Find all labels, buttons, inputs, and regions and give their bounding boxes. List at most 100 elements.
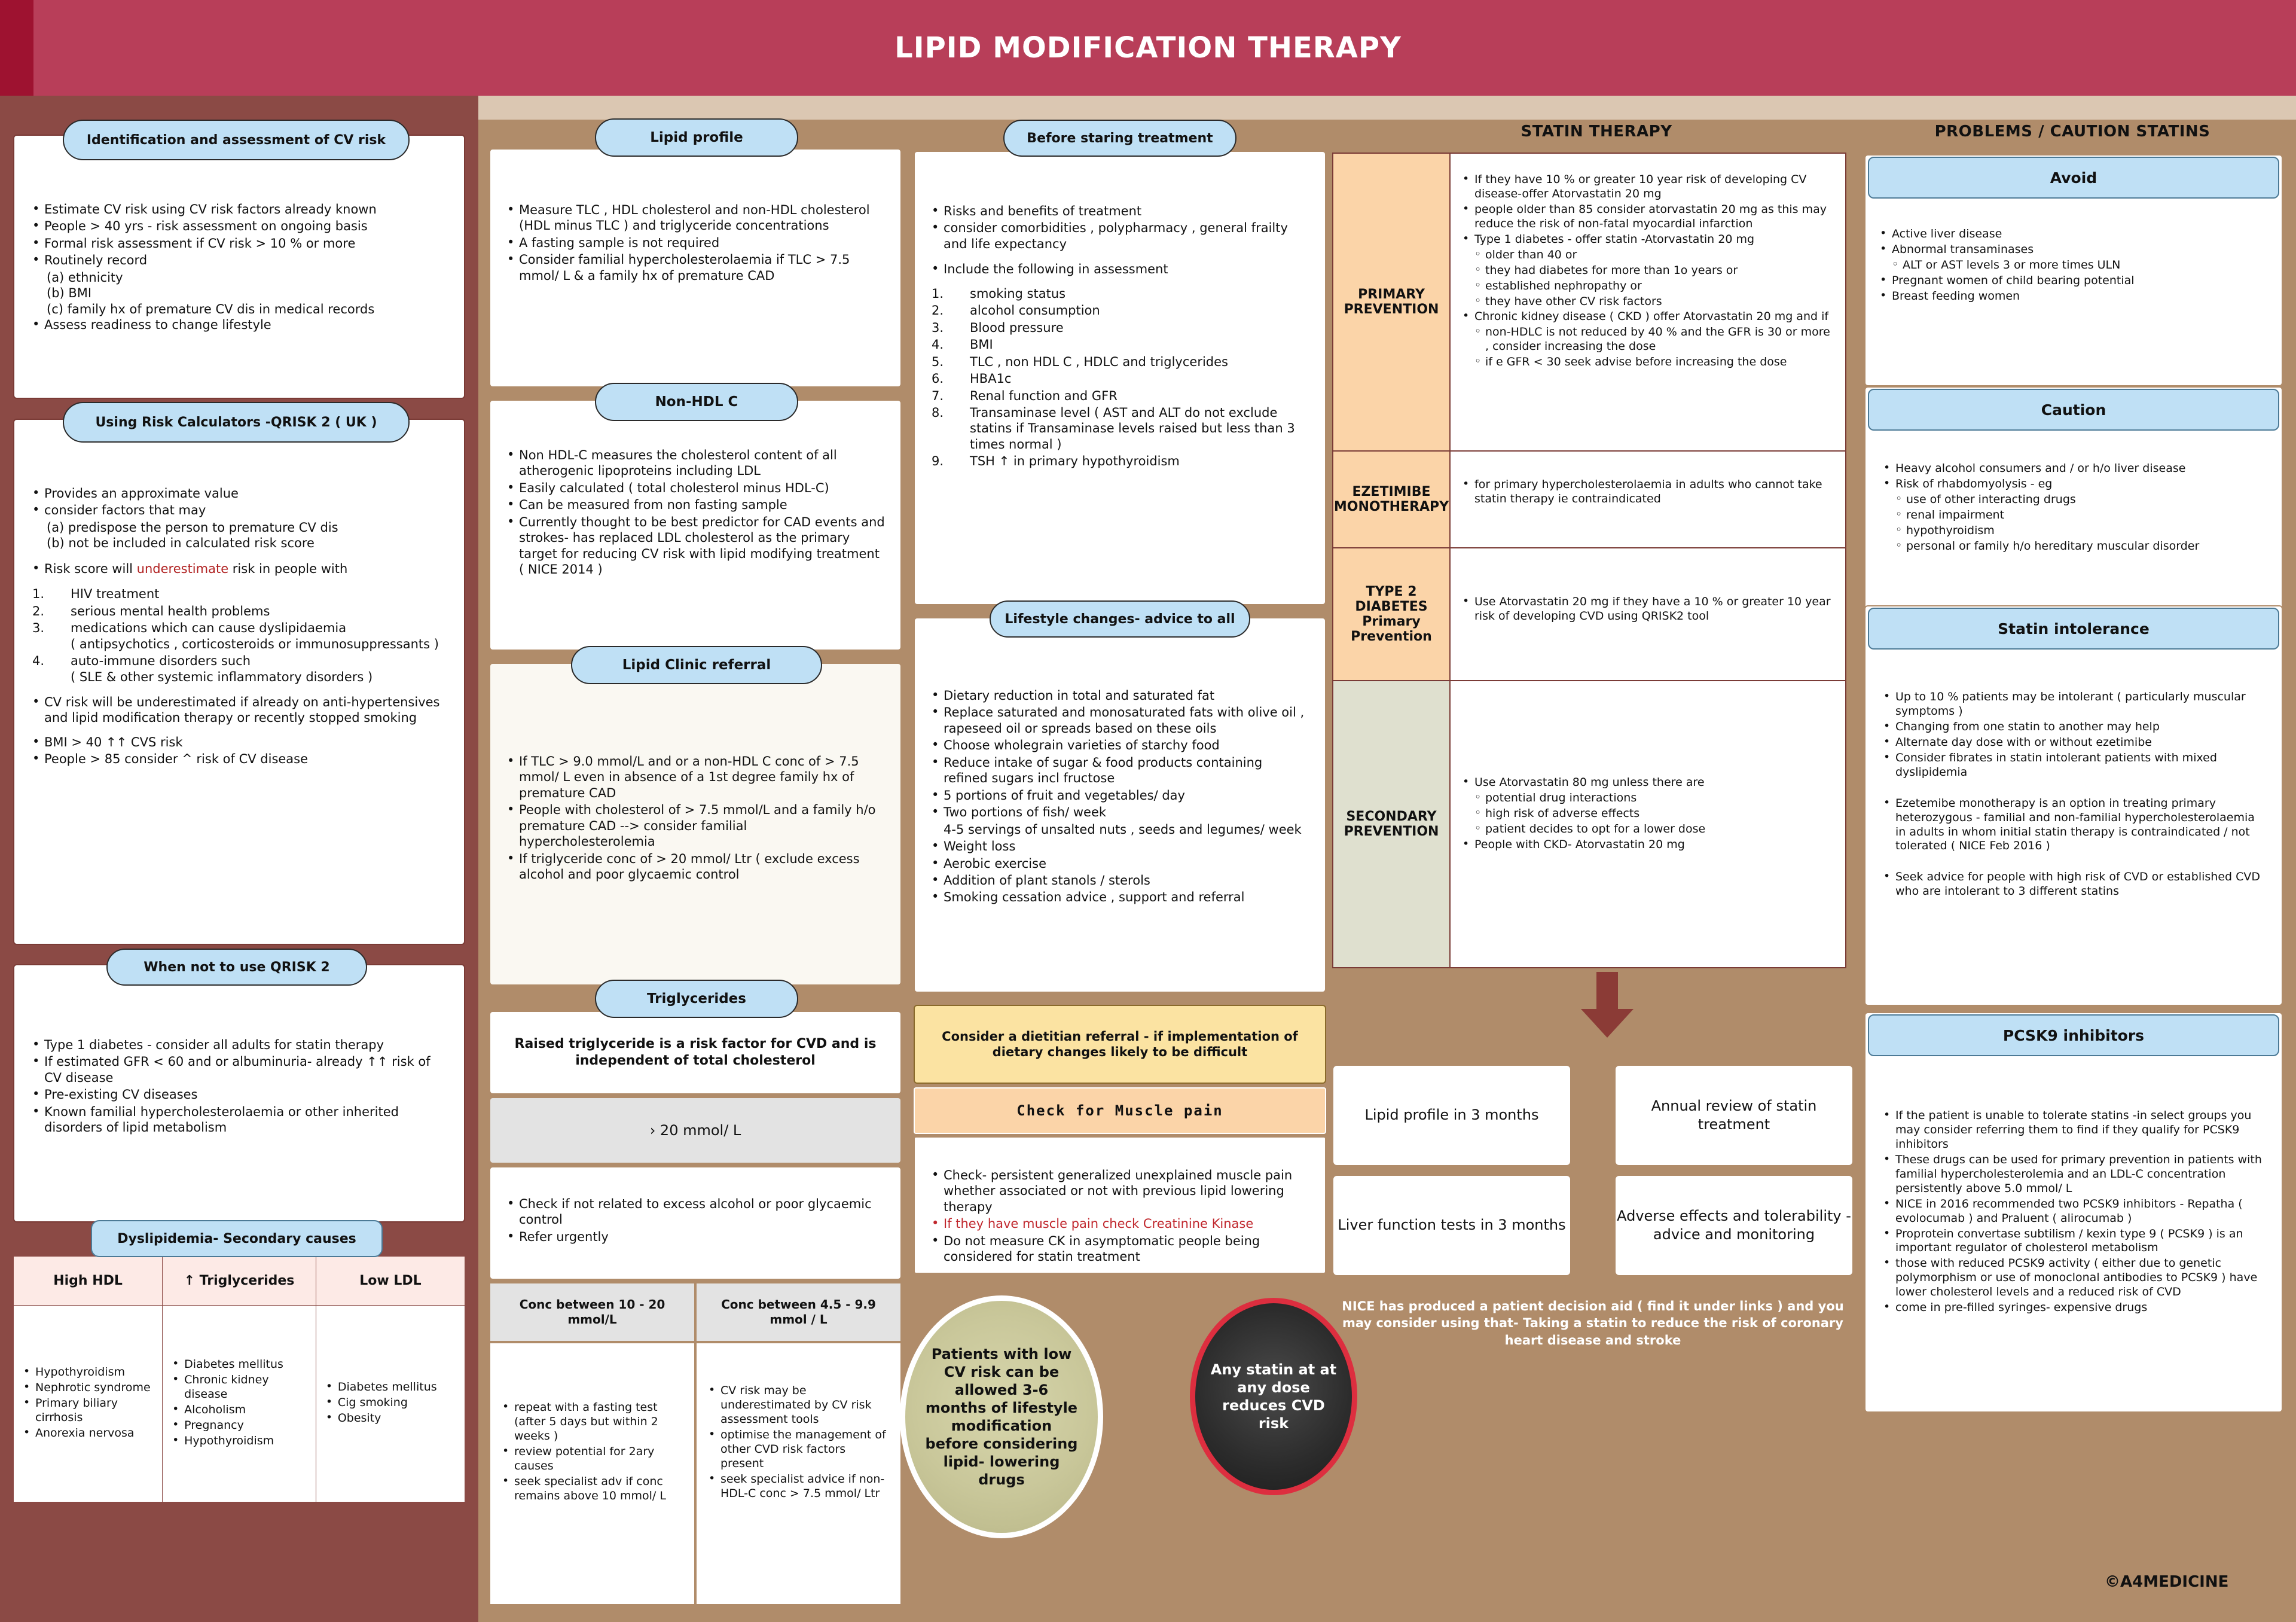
table-dyslipidemia-secondary-causes: High HDL ↑ Triglycerides Low LDL Hypothy…	[13, 1256, 466, 1502]
list-item: medications which can cause dyslipidaemi…	[29, 620, 448, 652]
text-sub: ( SLE & other systemic inflammatory diso…	[71, 669, 373, 684]
before-treatment-numbered: smoking status alcohol consumption Blood…	[928, 286, 1309, 469]
list-item: people older than 85 consider atorvastat…	[1459, 202, 1833, 231]
list-item: Include the following in assessment	[928, 261, 1309, 277]
list-item: Dietary reduction in total and saturated…	[928, 687, 1309, 703]
circle-any-statin-reduces-risk: Any statin at at any dose reduces CVD ri…	[1190, 1298, 1357, 1495]
cell-list: Diabetes mellitus Cig smoking Obesity	[322, 1380, 459, 1426]
pill-before-starting-treatment[interactable]: Before staring treatment	[1003, 120, 1236, 157]
nice-decision-aid-note: NICE has produced a patient decision aid…	[1342, 1299, 1844, 1347]
list-item: Check- persistent generalized unexplaine…	[928, 1167, 1309, 1215]
pill-lifestyle-changes[interactable]: Lifestyle changes- advice to all	[990, 600, 1250, 638]
qrisk-tail-list: CV risk will be underestimated if alread…	[29, 694, 448, 726]
box-adverse-effects-tolerability: Adverse effects and tolerability -advice…	[1614, 1175, 1854, 1276]
statin-row-label-ezetimibe-monotherapy: EZETIMIBE MONOTHERAPY	[1332, 452, 1451, 548]
list-item: Risk of rhabdomyolysis - eg	[1880, 477, 2268, 492]
list-item: (b) BMI	[47, 286, 92, 301]
box-lipid-profile-3-months: Lipid profile in 3 months	[1332, 1065, 1571, 1166]
list-item: Changing from one statin to another may …	[1880, 719, 2268, 734]
list-item: they have other CV risk factors	[1459, 294, 1833, 309]
pill-avoid[interactable]: Avoid	[1868, 157, 2279, 199]
card-before-starting-treatment: Risks and benefits of treatment consider…	[914, 151, 1326, 605]
trig-over-20-list: Check if not related to excess alcohol o…	[503, 1196, 885, 1245]
list-item: alcohol consumption	[932, 303, 1100, 319]
card-check-muscle-pain-header: Check for Muscle pain	[914, 1087, 1326, 1134]
list-item: repeat with a fasting test (after 5 days…	[499, 1400, 686, 1444]
qrisk-tail-list-2: BMI > 40 ↑↑ CVS risk People > 85 conside…	[29, 734, 448, 767]
pill-dyslipidemia-secondary-causes[interactable]: Dyslipidemia- Secondary causes	[91, 1220, 383, 1257]
trig-band-label: › 20 mmol/ L	[649, 1121, 741, 1139]
list-item: Seek advice for people with high risk of…	[1880, 870, 2268, 899]
list-item: come in pre-filled syringes- expensive d…	[1880, 1300, 2268, 1315]
list-item: 5 portions of fruit and vegetables/ day	[928, 787, 1309, 803]
when-not-qrisk-list: Type 1 diabetes - consider all adults fo…	[29, 1036, 448, 1136]
statin-intolerance-para-1: Ezetemibe monotherapy is an option in tr…	[1880, 796, 2268, 854]
pill-triglycerides[interactable]: Triglycerides	[595, 980, 798, 1018]
pill-risk-calculators[interactable]: Using Risk Calculators -QRISK 2 ( UK )	[63, 402, 410, 443]
pill-pcsk9-inhibitors[interactable]: PCSK9 inhibitors	[1868, 1014, 2279, 1056]
list-item: Cig smoking	[322, 1395, 459, 1410]
list-item: HIV treatment	[32, 586, 160, 602]
list-item: ALT or AST levels 3 or more times ULN	[1876, 258, 2268, 273]
list-item: These drugs can be used for primary prev…	[1880, 1153, 2268, 1196]
list-item: Risk score will underestimate risk in pe…	[29, 560, 448, 577]
pill-identification-assessment[interactable]: Identification and assessment of CV risk	[63, 120, 410, 160]
before-treatment-list: Risks and benefits of treatment consider…	[928, 203, 1309, 252]
list-item: Use Atorvastatin 20 mg if they have a 10…	[1459, 594, 1833, 624]
cell-high-hdl: Hypothyroidism Nephrotic syndrome Primar…	[13, 1305, 163, 1502]
lipid-profile-list: Measure TLC , HDL cholesterol and non-HD…	[503, 202, 885, 283]
pill-non-hdl-c[interactable]: Non-HDL C	[595, 383, 798, 421]
list-item: Formal risk assessment if CV risk > 10 %…	[29, 235, 447, 251]
list-item: Smoking cessation advice , support and r…	[928, 889, 1309, 905]
list-item: Choose wholegrain varieties of starchy f…	[928, 737, 1309, 753]
list-item: Hypothyroidism	[20, 1365, 156, 1380]
pill-lipid-clinic-referral[interactable]: Lipid Clinic referral	[571, 646, 822, 684]
section-title-problems-caution-statins: PROBLEMS / CAUTION STATINS	[1934, 123, 2210, 141]
list-item: auto-immune disorders such( SLE & other …	[29, 653, 448, 685]
cv-risk-list: Estimate CV risk using CV risk factors a…	[29, 201, 447, 269]
list-item-alert: If they have muscle pain check Creatinin…	[928, 1215, 1309, 1231]
list-item: Routinely record	[29, 252, 447, 268]
list-item: If estimated GFR < 60 and or albuminuria…	[29, 1053, 448, 1086]
card-risk-calculators: Provides an approximate value consider f…	[13, 419, 465, 945]
card-lipid-clinic-referral: If TLC > 9.0 mmol/L and or a non-HDL C c…	[489, 663, 902, 986]
lipid-clinic-list: If TLC > 9.0 mmol/L and or a non-HDL C c…	[503, 753, 885, 883]
list-item: NICE in 2016 recommended two PCSK9 inhib…	[1880, 1197, 2268, 1226]
list-item: Addition of plant stanols / sterols	[928, 872, 1309, 888]
list-item: If the patient is unable to tolerate sta…	[1880, 1108, 2268, 1152]
column-header-low-ldl: Low LDL	[315, 1256, 466, 1306]
list-item: those with reduced PCSK9 activity ( eith…	[1880, 1256, 2268, 1300]
highlight-underestimate: underestimate	[136, 561, 229, 576]
text: auto-immune disorders such	[71, 654, 251, 669]
list-item: hypothyroidism	[1880, 523, 2268, 538]
text-sub: ( antipsychotics , corticosteroids or im…	[71, 636, 439, 651]
cell-list: Hypothyroidism Nephrotic syndrome Primar…	[20, 1365, 156, 1441]
card-trig-over-20: › 20 mmol/ L	[489, 1097, 902, 1164]
list-item: Measure TLC , HDL cholesterol and non-HD…	[503, 202, 885, 234]
text-tail: risk in people with	[228, 561, 348, 576]
pill-lipid-profile[interactable]: Lipid profile	[595, 118, 798, 157]
list-item: seek specialist advice if non-HDL-C conc…	[705, 1472, 892, 1501]
list-item: review potential for 2ary causes	[499, 1444, 686, 1474]
pill-caution[interactable]: Caution	[1868, 389, 2279, 431]
list-item: People with CKD- Atorvastatin 20 mg	[1459, 837, 1833, 852]
list-item: Known familial hypercholesterolaemia or …	[29, 1103, 448, 1136]
lifestyle-list: Dietary reduction in total and saturated…	[928, 687, 1309, 905]
list-item: Replace saturated and monosaturated fats…	[928, 704, 1309, 736]
list-item: Up to 10 % patients may be intolerant ( …	[1880, 690, 2268, 719]
pill-statin-intolerance[interactable]: Statin intolerance	[1868, 608, 2279, 650]
text: medications which can cause dyslipidaemi…	[71, 621, 347, 636]
list-item: (b) not be included in calculated risk s…	[47, 536, 315, 551]
list-item: (c) family hx of premature CV dis in med…	[47, 301, 375, 316]
qrisk-numbered-list: HIV treatment serious mental health prob…	[29, 586, 448, 685]
card-when-not-qrisk: Type 1 diabetes - consider all adults fo…	[13, 964, 465, 1222]
list-item: If TLC > 9.0 mmol/L and or a non-HDL C c…	[503, 753, 885, 801]
list-item: Obesity	[322, 1411, 459, 1426]
list-item: Pregnant women of child bearing potentia…	[1876, 273, 2268, 288]
list-item: Use Atorvastatin 80 mg unless there are	[1459, 775, 1833, 790]
list-item: Diabetes mellitus	[169, 1357, 310, 1372]
pill-when-not-qrisk[interactable]: When not to use QRISK 2	[106, 949, 367, 986]
top-color-band	[478, 96, 2296, 120]
card-trig-10-20-actions: repeat with a fasting test (after 5 days…	[489, 1342, 695, 1605]
header-accent-bar	[0, 0, 33, 96]
